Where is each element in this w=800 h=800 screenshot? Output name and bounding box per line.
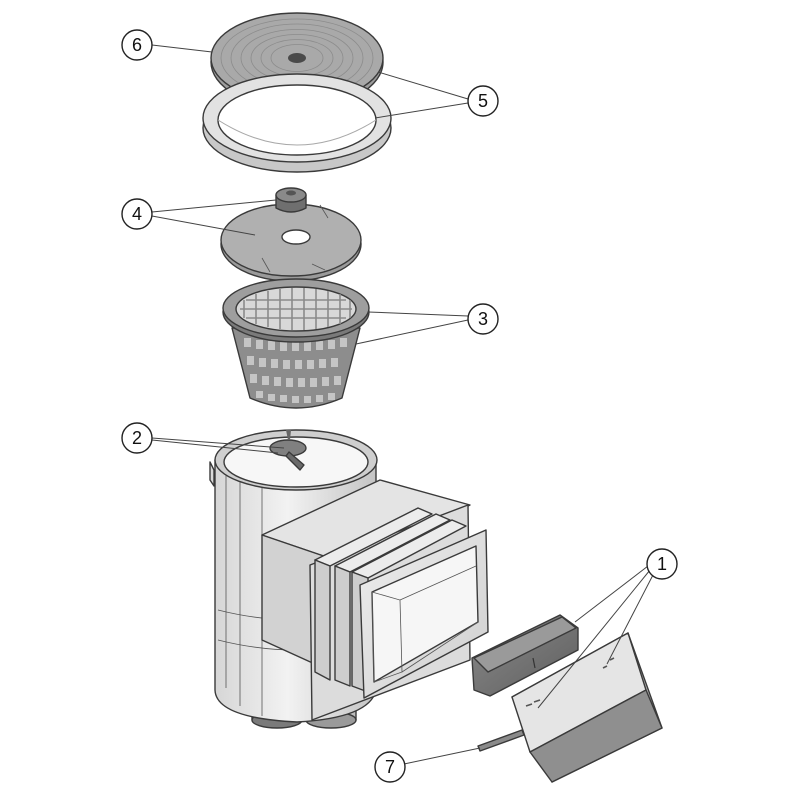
skimmer-plate: [220, 203, 362, 282]
plate-float: [275, 187, 307, 213]
callout-1: 1: [646, 548, 678, 580]
callout-6-label: 6: [132, 35, 142, 55]
callout-3-label: 3: [478, 309, 488, 329]
valve-stopper: [269, 430, 307, 471]
callout-2-label: 2: [132, 428, 142, 448]
weir-float: [471, 614, 579, 697]
axle-pin: [477, 729, 525, 752]
callout-2: 2: [121, 422, 153, 454]
leader-lines: [151, 44, 655, 765]
callout-5-label: 5: [478, 91, 488, 111]
basket: [222, 278, 370, 409]
weir-flap: [511, 632, 663, 783]
callout-3: 3: [467, 303, 499, 335]
callout-5: 5: [467, 85, 499, 117]
lid-ring: [202, 73, 392, 173]
callout-1-label: 1: [657, 554, 667, 574]
callout-7-label: 7: [385, 757, 395, 777]
skimmer-mouth: [309, 504, 489, 721]
callout-4-label: 4: [132, 204, 142, 224]
lid-center-hole: [288, 53, 306, 63]
callout-4: 4: [121, 198, 153, 230]
callout-7: 7: [374, 751, 406, 783]
callout-6: 6: [121, 29, 153, 61]
